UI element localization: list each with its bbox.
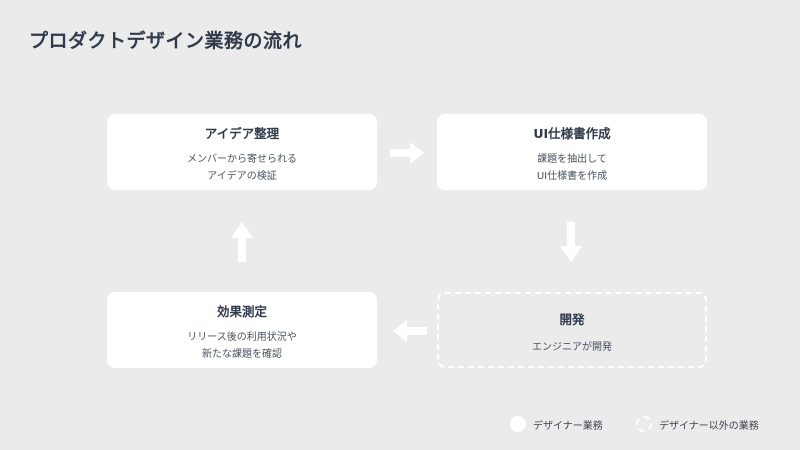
step-desc-spec-line1: 課題を抽出して: [537, 154, 607, 165]
step-desc-dev: エンジニアが開発: [439, 339, 705, 356]
step-card-dev: 開発 エンジニアが開発: [437, 292, 707, 368]
step-card-spec: UI仕様書作成 課題を抽出して UI仕様書を作成: [437, 114, 707, 190]
step-title-spec: UI仕様書作成: [533, 126, 611, 141]
page-title: プロダクトデザイン業務の流れ: [29, 30, 303, 52]
step-card-idea: アイデア整理 メンバーから寄せられる アイデアの検証: [107, 114, 377, 190]
arrow-left-icon: [393, 320, 427, 342]
step-desc-idea-line1: メンバーから寄せられる: [187, 154, 297, 165]
legend-swatch-dashed: [636, 416, 652, 432]
step-desc-idea-line2: アイデアの検証: [207, 171, 277, 182]
step-title-measure: 効果測定: [216, 304, 267, 319]
step-desc-measure-line1: リリース後の利用状況や: [187, 332, 297, 343]
arrow-down-icon: [560, 222, 582, 262]
arrow-up-icon: [231, 222, 253, 262]
step-desc-idea: メンバーから寄せられる アイデアの検証: [107, 151, 377, 185]
arrow-right-icon: [390, 142, 424, 164]
step-desc-dev-line1: エンジニアが開発: [532, 342, 612, 353]
step-card-measure: 効果測定 リリース後の利用状況や 新たな課題を確認: [107, 292, 377, 368]
step-title-dev: 開発: [559, 312, 585, 327]
legend-item-other: デザイナー以外の業務: [636, 414, 759, 434]
step-desc-spec: 課題を抽出して UI仕様書を作成: [437, 151, 707, 185]
step-desc-measure: リリース後の利用状況や 新たな課題を確認: [107, 329, 377, 363]
step-desc-measure-line2: 新たな課題を確認: [202, 349, 282, 360]
legend-item-designer: デザイナー業務: [510, 414, 603, 434]
step-title-idea: アイデア整理: [204, 126, 280, 141]
legend-label-other: デザイナー以外の業務: [659, 420, 759, 432]
legend-label-designer: デザイナー業務: [533, 420, 603, 432]
step-desc-spec-line2: UI仕様書を作成: [536, 171, 608, 182]
legend-swatch-solid: [510, 416, 526, 432]
